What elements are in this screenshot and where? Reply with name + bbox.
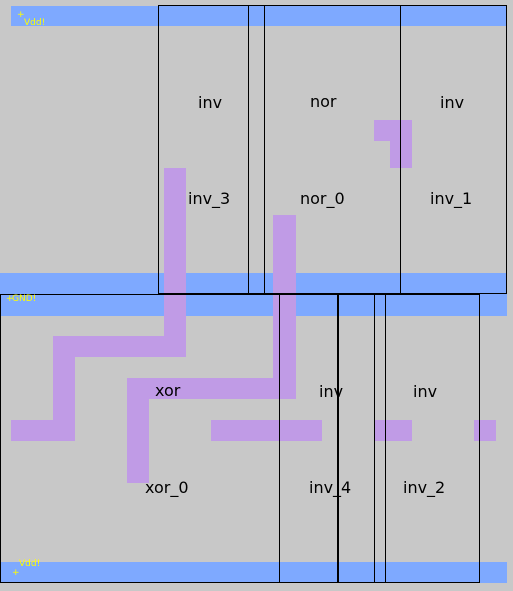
cell-instance-label: inv_2 xyxy=(403,478,446,497)
wire-segment xyxy=(11,420,75,441)
cell-inv-1[interactable] xyxy=(400,5,507,294)
cell-type-label: inv xyxy=(319,382,344,401)
wire-segment xyxy=(211,420,322,441)
cell-instance-label: inv_1 xyxy=(430,189,473,208)
cell-instance-label: xor_0 xyxy=(145,478,189,497)
cell-type-label: nor xyxy=(310,92,337,111)
cell-inv-3[interactable] xyxy=(158,5,249,294)
cell-xor-0[interactable] xyxy=(0,294,280,583)
gnd-label-prefix: + xyxy=(6,294,14,304)
wire-segment xyxy=(127,378,149,483)
cell-instance-label: inv_3 xyxy=(188,189,231,208)
wire-segment xyxy=(273,215,296,399)
cell-divider xyxy=(337,294,339,583)
cell-type-label: xor xyxy=(155,381,181,400)
wire-segment xyxy=(374,420,412,441)
cell-type-label: inv xyxy=(440,93,465,112)
wire-segment xyxy=(53,336,186,357)
cell-type-label: inv xyxy=(198,93,223,112)
wire-segment xyxy=(390,120,412,168)
cell-type-label: inv xyxy=(413,382,438,401)
wire-segment xyxy=(53,336,75,441)
vdd-top-label: Vdd! xyxy=(24,18,46,28)
vdd-bottom-label: Vdd! xyxy=(19,559,41,569)
vdd-top-marker: + xyxy=(17,10,25,20)
cell-instance-label: inv_4 xyxy=(309,478,352,497)
gnd-label: GND! xyxy=(12,294,37,304)
cell-nor-0[interactable] xyxy=(264,5,401,294)
cell-inv-2[interactable] xyxy=(385,294,480,583)
cell-inv-4[interactable] xyxy=(279,294,375,583)
wire-segment xyxy=(164,168,186,357)
cell-instance-label: nor_0 xyxy=(300,189,345,208)
wire-segment xyxy=(127,378,296,399)
cell-spacer xyxy=(248,5,265,294)
vdd-rail-bottom xyxy=(0,562,507,583)
vdd-rail-top xyxy=(11,6,507,26)
vdd-bottom-marker: + xyxy=(12,568,20,578)
